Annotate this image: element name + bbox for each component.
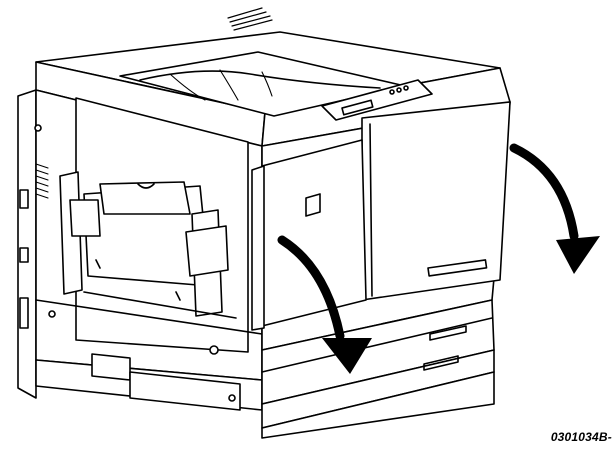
front-door-handle	[305, 193, 321, 217]
bypass-release-knob	[209, 345, 219, 355]
curved-arrow-head	[322, 338, 372, 374]
bypass-right-guide-clip	[185, 225, 229, 277]
lower-left-panel-line	[35, 299, 263, 335]
curved-arrow-head	[556, 236, 600, 274]
top-vent-lines	[227, 7, 273, 31]
curved-arrow-icon	[277, 235, 345, 341]
paper-tray-3-handle	[423, 355, 459, 371]
paper-tray-1-handle	[429, 325, 467, 341]
paper-tray-3	[261, 371, 495, 439]
front-door-left-inner	[251, 165, 265, 331]
front-label-slot	[427, 259, 488, 277]
bypass-tray-extension	[99, 181, 191, 215]
control-panel-button-1	[389, 89, 395, 95]
curved-arrow-icon	[509, 143, 579, 241]
side-screw-bottom	[48, 310, 56, 318]
printer-base-feet	[91, 353, 131, 381]
front-door-left	[261, 139, 367, 327]
printer-left-side	[17, 89, 37, 399]
bypass-tray-lower-edge	[83, 259, 237, 319]
side-screw-top	[34, 124, 42, 132]
side-vent-grille	[35, 163, 49, 199]
base-screw	[228, 394, 236, 402]
control-panel-button-3	[403, 85, 409, 91]
control-panel-button-2	[396, 87, 402, 93]
output-tray-curve	[139, 70, 381, 89]
control-panel-display	[341, 99, 374, 116]
bypass-tray-handle	[137, 183, 155, 189]
side-port	[19, 247, 29, 263]
side-connector	[19, 297, 29, 329]
bypass-left-guide-clip	[69, 199, 101, 237]
front-door-right-edge	[369, 123, 373, 297]
paper-tray-1-line	[261, 317, 493, 373]
figure-caption: 0301034B-	[550, 430, 612, 444]
side-power-switch	[19, 189, 29, 209]
printer-base-step	[129, 371, 241, 411]
output-tray-curve-2	[169, 69, 273, 101]
